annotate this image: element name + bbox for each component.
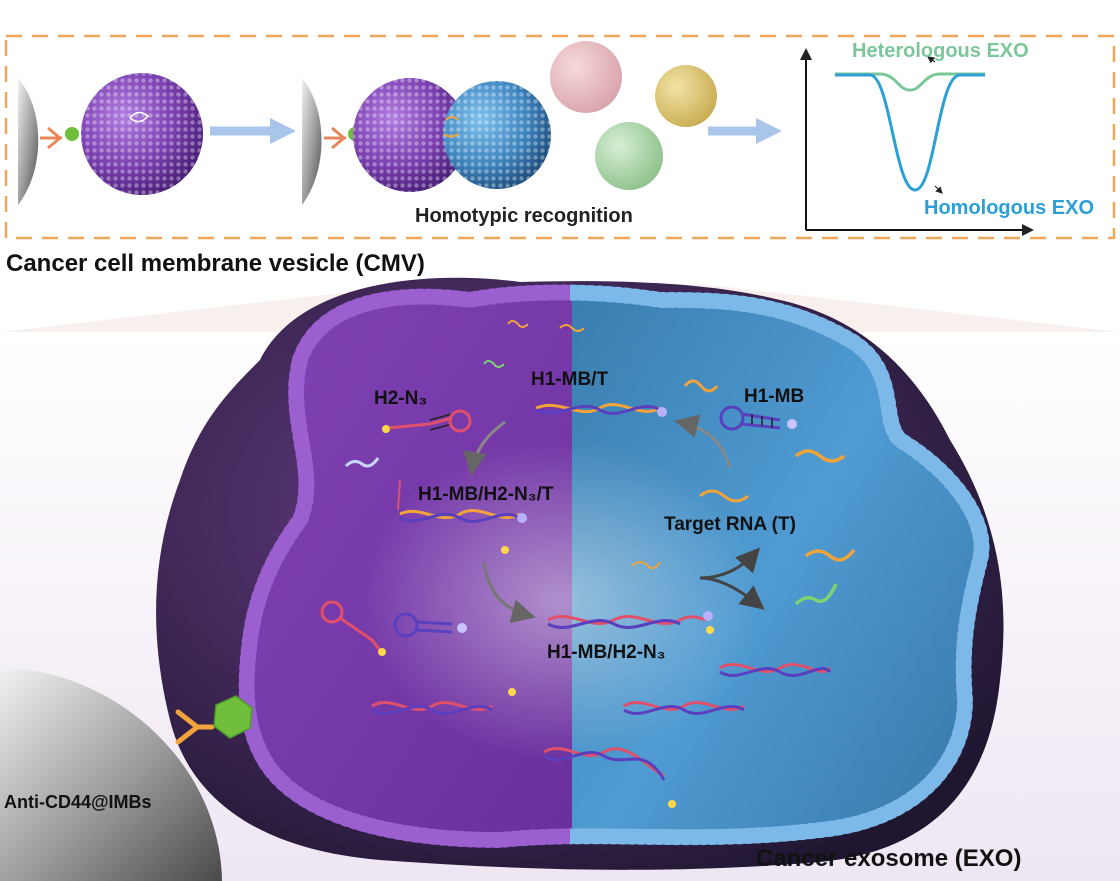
bead-surface-mid — [302, 78, 322, 205]
homologous-curve — [835, 73, 985, 192]
arrow-cycle-3 — [482, 561, 536, 623]
heterologous-exo-label: Heterologous EXO — [852, 40, 1029, 62]
antibody-icon — [40, 126, 79, 150]
cd44-receptor-icon — [213, 695, 253, 739]
homologous-exo-label: Homologous EXO — [924, 197, 1094, 219]
h1-mb-label: H1-MB — [744, 386, 804, 407]
cmv-caption: Cancer cell membrane vesicle (CMV) — [6, 250, 425, 277]
arrow-release-down — [699, 576, 765, 610]
background-duplex-icons — [371, 663, 832, 808]
h2-n3-label: H2-N₃ — [374, 388, 427, 409]
cancer-exosome-label: Cancer exosome (EXO) — [756, 845, 1021, 872]
exo-sphere-yellow — [655, 65, 717, 127]
anti-cd44-imbs-label: Anti-CD44@IMBs — [4, 792, 152, 812]
immunomagnetic-bead — [0, 668, 222, 881]
exo-sphere-green — [595, 122, 663, 190]
free-hairpin-icons — [320, 600, 467, 656]
arrow-cycle-1 — [463, 420, 506, 476]
h2-n3-hairpin-icon — [382, 409, 472, 433]
dashed-border — [4, 34, 1116, 240]
homotypic-recognition-label: Homotypic recognition — [415, 205, 633, 227]
h1-mb-hairpin-icon — [719, 405, 797, 431]
exo-membrane — [570, 284, 990, 846]
target-rna-strand-icons — [344, 320, 856, 606]
h1-mb-t-duplex-icon — [535, 403, 667, 417]
h1-mb-h2-n3-t-complex-icon — [397, 479, 527, 554]
h1-mb-h2-n3-duplex-icon — [547, 611, 714, 634]
signal-plot: Heterologous EXO Homologous EXO — [800, 40, 1094, 236]
anti-cd44-antibody-icon — [175, 709, 215, 745]
exo-sphere-pink — [550, 41, 622, 113]
cd44-marker-icon — [65, 127, 79, 141]
cmv-membrane — [238, 284, 570, 849]
h1-mb-h2-n3-t-label: H1-MB/H2-N₃/T — [418, 484, 554, 505]
antibody-icon — [324, 126, 347, 150]
top-panel: Homotypic recognition Heterologous EXO H… — [4, 34, 1116, 240]
bead-surface-left — [18, 78, 39, 205]
target-rna-label: Target RNA (T) — [664, 514, 796, 535]
hairpin-probe-icon — [129, 111, 150, 123]
h1-mb-t-label: H1-MB/T — [531, 369, 608, 390]
h1-mb-h2-n3-label: H1-MB/H2-N₃ — [547, 642, 666, 663]
heterologous-curve — [835, 72, 985, 92]
arrow-cycle-2 — [674, 414, 732, 469]
